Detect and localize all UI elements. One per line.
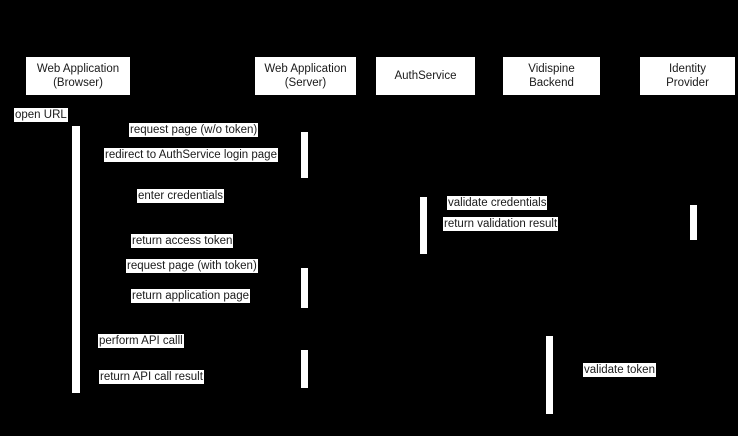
participant-authservice-label: AuthService	[394, 70, 457, 82]
participant-authservice[interactable]: AuthService	[376, 57, 475, 95]
participant-browser-label: Web Application (Browser)	[36, 63, 120, 89]
activation-bar-server-1	[301, 132, 308, 178]
message-label-redirect-to-authservice-login-page: redirect to AuthService login page	[104, 148, 278, 162]
activation-bar-server-2	[301, 268, 308, 308]
activation-bar-authservice	[420, 197, 427, 254]
activation-bar-identity-provider	[690, 205, 697, 240]
message-label-request-page-with-token: request page (with token)	[126, 259, 258, 273]
message-label-return-access-token: return access token	[131, 234, 234, 248]
message-label-validate-token: validate token	[583, 363, 656, 377]
activation-bar-browser	[72, 126, 80, 393]
participant-browser[interactable]: Web Application (Browser)	[26, 57, 130, 95]
participant-identity-provider-label: Identity Provider	[666, 63, 709, 89]
message-label-return-validation-result: return validation result	[443, 217, 559, 231]
message-label-perform-api-call: perform API calll	[98, 334, 184, 348]
message-label-enter-credentials: enter credentials	[137, 189, 225, 203]
participant-identity-provider[interactable]: Identity Provider	[640, 57, 735, 95]
activation-bar-server-3	[301, 350, 308, 388]
message-label-return-application-page: return application page	[131, 289, 250, 303]
message-label-return-api-call-result: return API call result	[99, 370, 204, 384]
participant-server[interactable]: Web Application (Server)	[255, 57, 356, 95]
participant-vidispine-label: Vidispine Backend	[528, 63, 575, 89]
message-label-request-page-without-token: request page (w/o token)	[129, 123, 259, 137]
participant-vidispine[interactable]: Vidispine Backend	[503, 57, 600, 95]
activation-bar-vidispine	[546, 336, 553, 414]
message-label-open-url: open URL	[14, 108, 68, 122]
message-label-validate-credentials: validate credentials	[447, 196, 548, 210]
participant-server-label: Web Application (Server)	[264, 63, 347, 89]
